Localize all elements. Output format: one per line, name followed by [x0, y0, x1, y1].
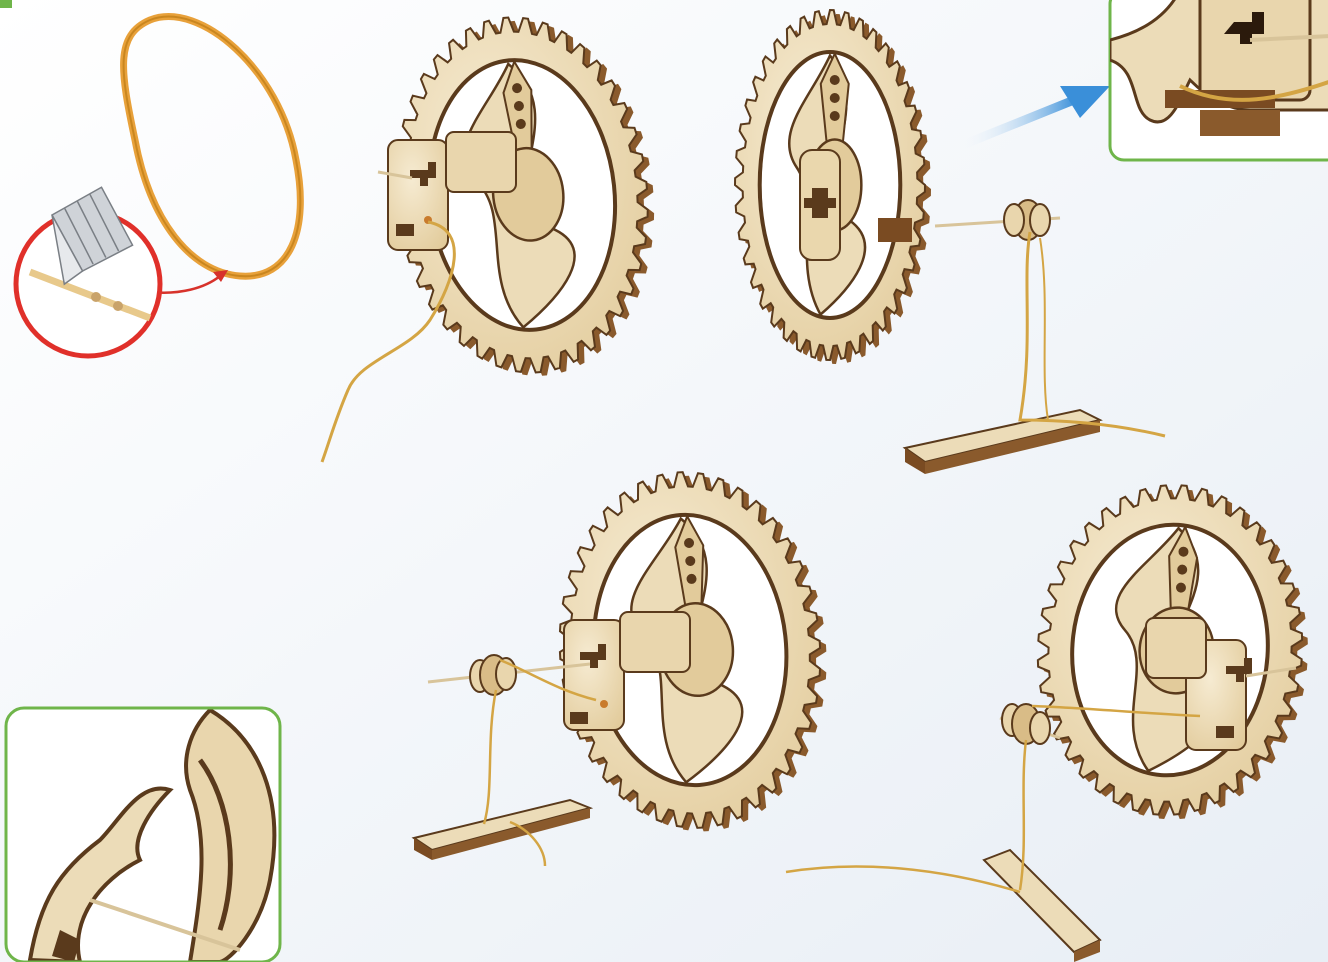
arm-hole: [830, 75, 840, 85]
detail-inset-bottom-left: [6, 708, 280, 962]
arm-hole: [830, 93, 840, 103]
arm-hole: [830, 111, 840, 121]
step-corner-marker: [0, 0, 12, 8]
detail-inset-top-right: [1110, 0, 1328, 160]
